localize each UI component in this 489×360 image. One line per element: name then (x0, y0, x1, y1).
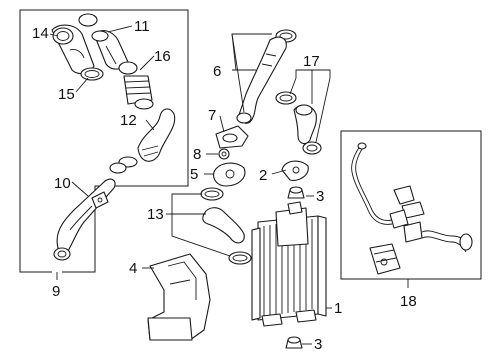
part-8-washer (218, 148, 230, 160)
part-17-hose-and-clamps (275, 91, 322, 155)
part-3-grommet-upper (287, 186, 305, 199)
callout-17: 17 (303, 53, 320, 70)
part-11-hose (78, 13, 129, 70)
callout-1: 1 (334, 300, 342, 317)
leader-11 (107, 25, 133, 33)
callout-5: 5 (190, 166, 198, 183)
part-18-valve-assembly (351, 142, 473, 275)
callout-10: 10 (54, 175, 71, 192)
callout-7: 7 (208, 107, 216, 124)
callout-8: 8 (193, 146, 201, 163)
callout-3-upper: 3 (316, 188, 324, 205)
part-6-hose (236, 29, 297, 124)
part-12-elbow-pipe (109, 108, 176, 174)
callout-4: 4 (129, 260, 137, 277)
callout-16: 16 (154, 48, 171, 65)
callout-6: 6 (213, 63, 221, 80)
callout-11: 11 (134, 18, 150, 35)
part-14-duct (51, 24, 95, 75)
leader-14 (49, 33, 59, 37)
callout-2: 2 (259, 167, 267, 184)
leader-2 (271, 169, 287, 175)
part-2-bracket (281, 160, 309, 181)
leader-7 (219, 115, 225, 133)
leader-17b (289, 77, 297, 95)
callout-14: 14 (32, 25, 49, 42)
leader-12 (145, 119, 155, 131)
part-4-air-duct (147, 253, 211, 341)
leader-10 (71, 181, 89, 197)
leader-6c (231, 33, 245, 113)
callout-12: 12 (120, 112, 137, 129)
part-3-grommet-lower (285, 336, 303, 349)
part-16-corrugated-hose (118, 61, 154, 110)
callout-13: 13 (147, 206, 164, 223)
part-1-intercooler (251, 201, 327, 327)
part-5-mount (213, 162, 246, 187)
part-15-clamp (80, 67, 104, 81)
part-10-inlet-pipe (53, 178, 116, 261)
callout-15: 15 (58, 86, 75, 103)
leader-17 (295, 69, 331, 78)
leader-16 (139, 55, 155, 71)
callout-3-lower: 3 (314, 336, 322, 353)
group-box-left (19, 9, 189, 273)
leader-6 (231, 33, 272, 71)
leader-17d (315, 77, 331, 143)
leader-13 (171, 193, 231, 257)
callout-9: 9 (52, 283, 60, 300)
part-7-bracket (215, 125, 249, 149)
leader-15 (75, 77, 89, 93)
part-13-hose-and-clamps (200, 187, 252, 265)
group-box-right (340, 130, 482, 280)
callout-18: 18 (400, 293, 417, 310)
